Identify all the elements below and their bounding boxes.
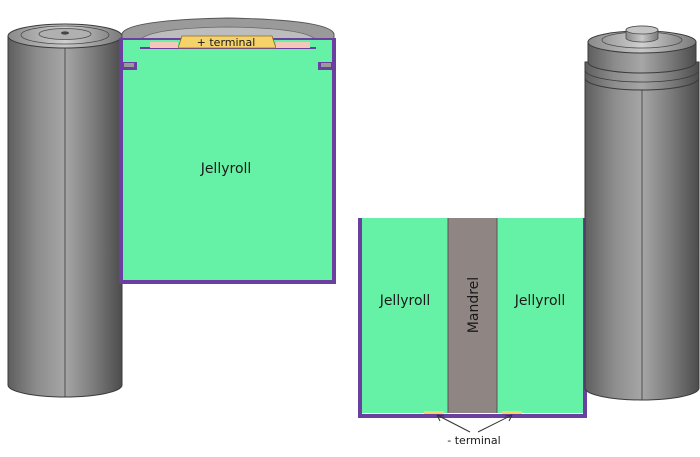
- minus-terminal-arrows: [436, 414, 513, 433]
- top-jellyroll-label: Jellyroll: [200, 161, 252, 177]
- right-jellyroll-label: Jellyroll: [514, 293, 566, 309]
- top-cross-section: + terminal Jellyroll: [119, 17, 336, 284]
- mandrel-region: [448, 218, 497, 413]
- left-jellyroll-region: [362, 218, 448, 413]
- mandrel-label: Mandrel: [466, 277, 482, 333]
- minus-terminal-label: - terminal: [447, 434, 500, 447]
- bottom-cross-section: Jellyroll Mandrel Jellyroll - terminal: [358, 218, 587, 447]
- top-jellyroll-region: [123, 55, 332, 280]
- right-cylinder-cell: [584, 25, 700, 401]
- left-cylinder-cell: [7, 23, 123, 398]
- left-jellyroll-label: Jellyroll: [379, 293, 431, 309]
- plus-terminal-label: + terminal: [197, 36, 256, 49]
- plus-terminal-shape: [177, 35, 277, 49]
- right-jellyroll-region: [497, 218, 583, 413]
